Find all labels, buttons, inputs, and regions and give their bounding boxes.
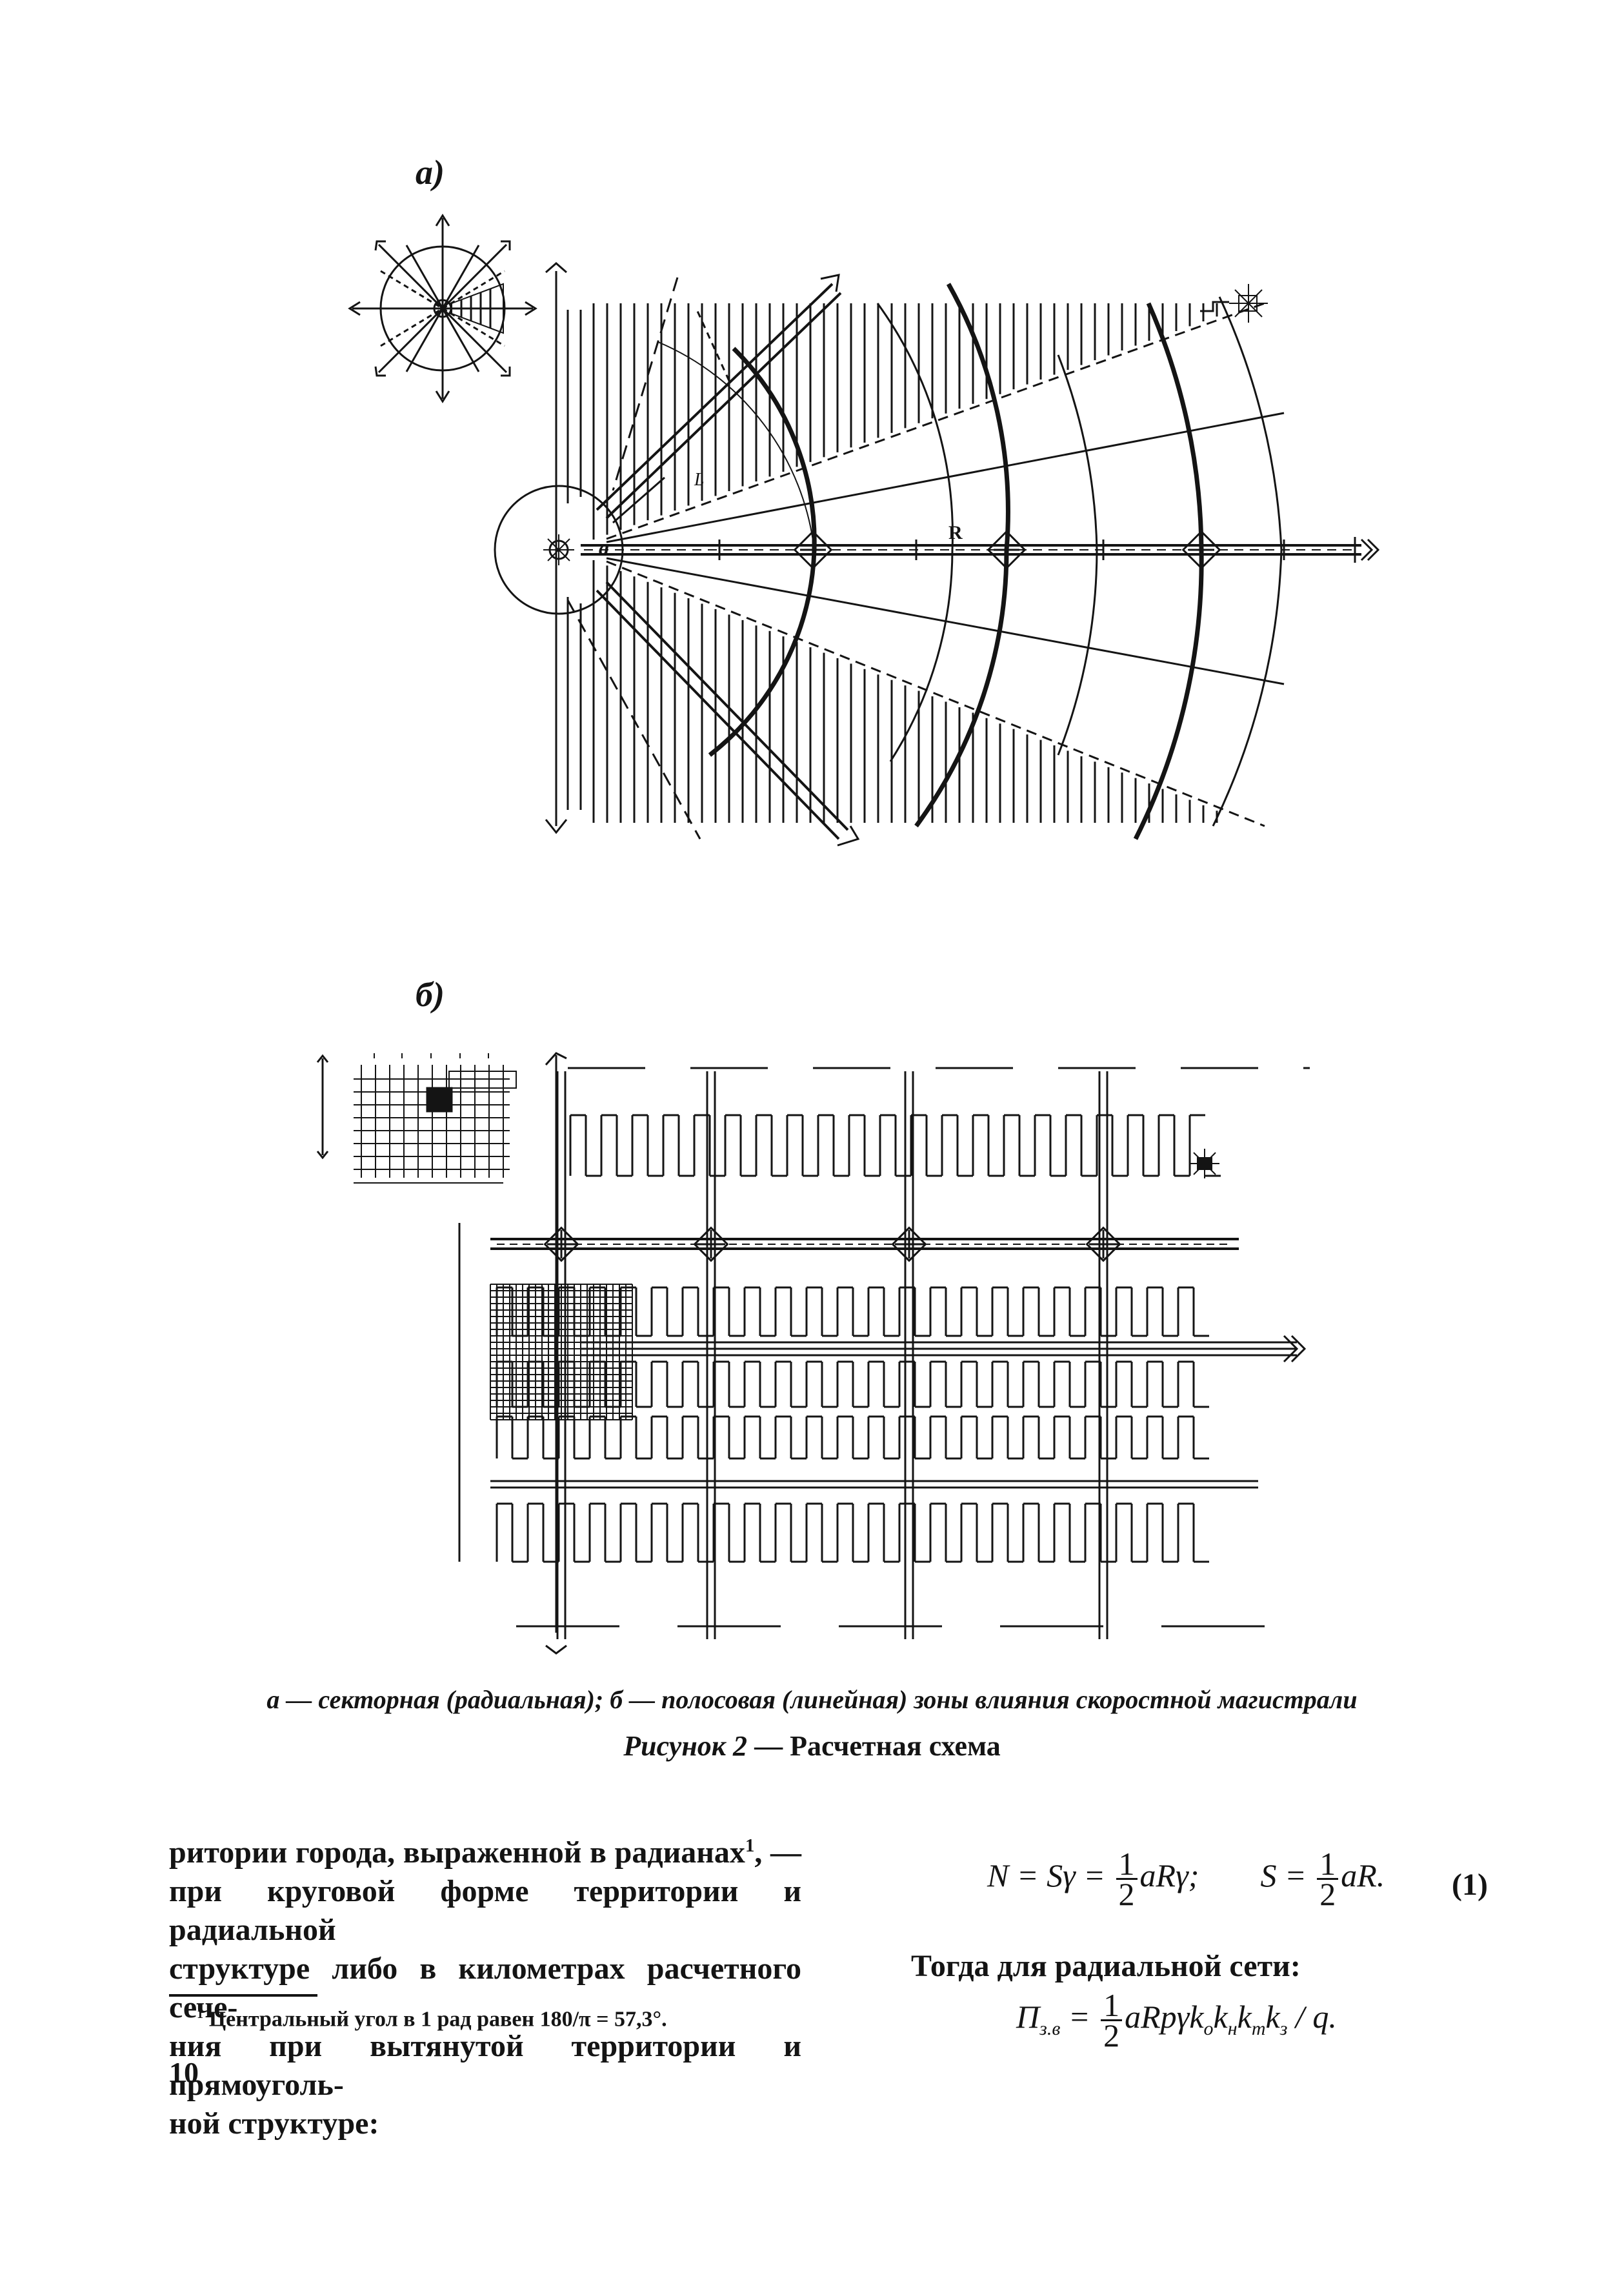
diagonal-motorway-down: [597, 582, 858, 845]
eq2-p: П: [1016, 1998, 1040, 2035]
figure-caption: а — секторная (радиальная); б — полосова…: [0, 1684, 1624, 1715]
figure-title-prefix: Рисунок 2: [623, 1730, 748, 1762]
body-line-4: ния при вытянутой территории и прямоугол…: [169, 2029, 801, 2102]
body-line-1-end: , —: [754, 1835, 802, 1870]
eq2-kt: т: [1251, 2017, 1266, 2039]
body-tog-line: Тогда для радиальной сети:: [911, 1949, 1301, 1983]
body-line-3: структуре либо в километрах расчетного с…: [169, 1952, 801, 2024]
eq1-s: S =: [1260, 1857, 1307, 1893]
caption-part-a: а — секторная (радиальная);: [266, 1685, 604, 1714]
figure-title-text: Расчетная схема: [790, 1730, 1001, 1762]
eq2-kz-k: k: [1265, 1998, 1280, 2035]
star-node-b: [1190, 1149, 1219, 1178]
body-line-1-text: ритории города, выраженной в радианах: [169, 1835, 745, 1870]
eq2-k: k: [1213, 1998, 1228, 2035]
label-l: L: [694, 470, 705, 490]
dense-city-grid: [490, 1284, 632, 1420]
figure-title-dash: —: [754, 1730, 783, 1762]
eq2-kn: н: [1227, 2017, 1238, 2039]
footnote-ref: 1: [745, 1835, 755, 1856]
eq1-frac-den: 2: [1118, 1876, 1135, 1912]
star-node-a: [1229, 284, 1268, 323]
eq1-frac-num: 1: [1116, 1848, 1138, 1880]
eq2-kz: з: [1279, 2017, 1288, 2039]
body-line-1: ритории города, выраженной в радианах1, …: [169, 1826, 801, 1872]
eq2-kt-k: k: [1237, 1998, 1252, 2035]
eq2-right: aRpγk: [1125, 1998, 1204, 2035]
diagram-b: [310, 1020, 1368, 1665]
inset-grid-scheme: [317, 1053, 516, 1183]
interchange-3: [1183, 532, 1220, 569]
body-line-2: при круговой форме территории и радиальн…: [169, 1874, 801, 1947]
eq1-left: N = Sγ =: [987, 1857, 1106, 1893]
body-column-left: ритории города, выраженной в радианах1, …: [169, 1826, 801, 2143]
caption-part-b: б — полосовая (линейная) зоны влияния ск…: [610, 1685, 1358, 1714]
eq2-frac-den: 2: [1103, 2017, 1120, 2053]
footnote-rule: [169, 1994, 317, 1997]
label-a-angle: а: [599, 536, 609, 560]
eq1-frac2-num: 1: [1317, 1848, 1339, 1880]
figure-title: Рисунок 2 — Расчетная схема: [0, 1730, 1624, 1762]
city-center-symbol: [543, 534, 574, 565]
interchange-2: [988, 532, 1025, 569]
eq1-end: aR.: [1341, 1857, 1385, 1893]
label-r: R: [948, 522, 963, 543]
eq2-tail: / q.: [1287, 1998, 1337, 2035]
interchange-1: [795, 532, 832, 569]
eq2-eq: =: [1068, 1998, 1090, 2035]
figure-label-a: а): [416, 153, 445, 192]
eq1-frac2-den: 2: [1319, 1876, 1336, 1912]
eq1-mid: aRγ;: [1139, 1857, 1199, 1893]
hatching-left: [568, 310, 581, 810]
figure-label-b: б): [416, 975, 445, 1014]
equation-number: (1): [1452, 1868, 1488, 1902]
eq2-k0: o: [1203, 2017, 1214, 2039]
body-line-5: ной структуре:: [169, 2106, 379, 2141]
footnote-marker: 1: [197, 2007, 204, 2021]
footnote: 1 Центральный угол в 1 рад равен 180/π =…: [197, 2007, 667, 2032]
diagram-a: R L а: [336, 194, 1445, 891]
footnote-text: Центральный угол в 1 рад равен 180/π = 5…: [208, 2007, 667, 2032]
eq2-frac-num: 1: [1101, 1989, 1123, 2021]
eq2-p-sub: з.в: [1039, 2017, 1061, 2039]
page-number: 10: [169, 2056, 199, 2089]
inset-radial-scheme: [350, 216, 536, 401]
